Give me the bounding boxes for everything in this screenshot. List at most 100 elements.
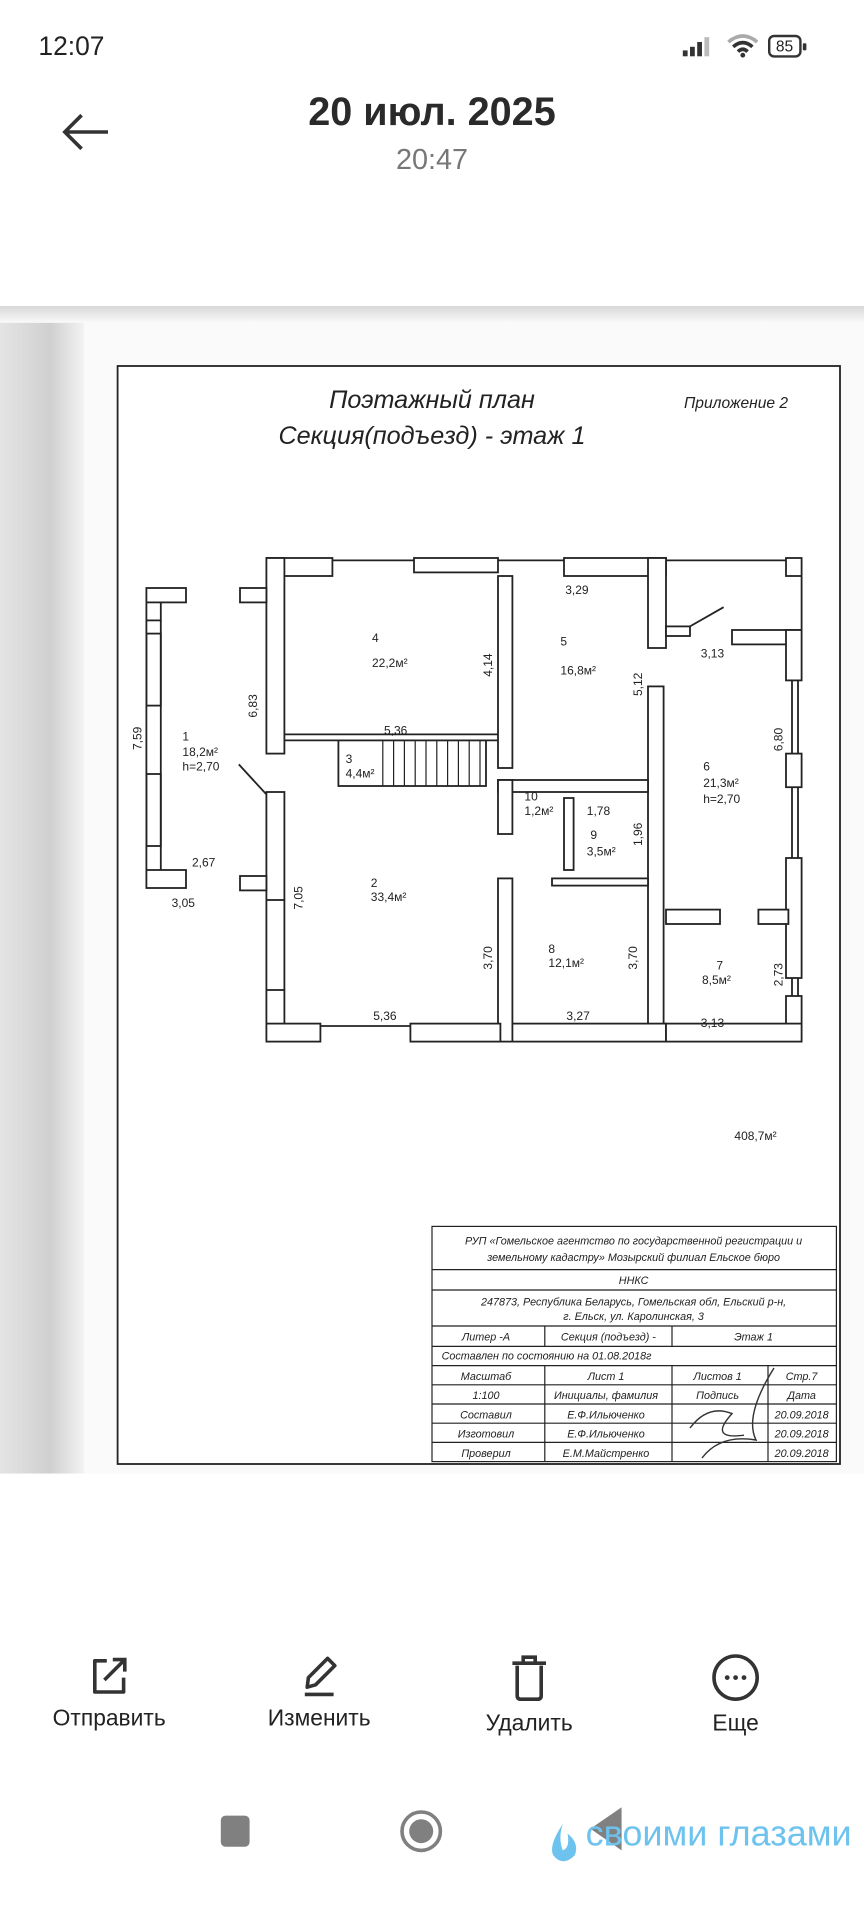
org-line: РУП «Гомельское агентство по государстве… [465,1235,802,1247]
dimension: 5,36 [384,723,408,737]
more-label: Еще [712,1711,759,1737]
total-area: 408,7м² [734,1129,776,1143]
room-number: 3 [346,752,353,766]
dimension: 3,13 [701,1016,725,1030]
dimension: 5,36 [373,1009,397,1023]
walls [145,557,803,1043]
wifi-icon [726,34,758,58]
room-labels: 1 18,2м² h=2,70 2 33,4м² 3 4,4м² 4 22,2м… [182,631,740,987]
home-nav-button[interactable] [398,1808,444,1854]
cell: Е.М.Майстренко [563,1448,650,1460]
dimension: 5,12 [631,672,645,696]
dimension: 1,96 [631,822,645,846]
room-area: 8,5м² [702,973,731,987]
floor: Этаж 1 [734,1331,773,1343]
status-icons: 85 [681,34,808,58]
appendix-label: Приложение 2 [684,395,788,412]
signature [689,1367,775,1459]
room-area: 33,4м² [371,890,407,904]
room-area: 18,2м² [182,745,218,759]
dimension: 3,29 [565,583,589,597]
delete-button[interactable]: Удалить [457,1654,601,1738]
cell: Подпись [696,1390,739,1402]
watermark-logo-icon [552,1824,577,1862]
edit-button[interactable]: Изменить [247,1654,391,1733]
liter: Литер -А [461,1331,510,1343]
dimension: 2,73 [771,963,785,987]
page-edge-shadow [0,306,84,1474]
room-area: 21,3м² [703,776,739,790]
room-number: 8 [548,942,555,956]
more-icon [712,1654,760,1702]
cell: 20.09.2018 [774,1448,829,1460]
cell: 20.09.2018 [774,1409,829,1421]
dimension: 7,05 [291,886,305,910]
dimension: 3,13 [701,647,725,661]
page-title: 20 июл. 2025 [308,88,556,134]
room-number: 7 [716,959,723,973]
room-area: 3,5м² [587,845,616,859]
cell: Дата [786,1390,815,1402]
plan-title: Поэтажный план [329,386,535,414]
back-nav-button[interactable] [588,1805,624,1853]
state-date: Составлен по состоянию на 01.08.2018г [442,1351,653,1363]
address-line: г. Ельск, ул. Каролинская, 3 [563,1311,704,1323]
room-area: 1,2м² [524,804,553,818]
room-area: 4,4м² [346,767,375,781]
edit-icon [304,1656,337,1697]
edit-label: Изменить [267,1706,371,1732]
status-time: 12:07 [38,31,105,62]
title-block-text: РУП «Гомельское агентство по государстве… [442,1235,829,1459]
title-block [431,1225,838,1463]
cell: 20.09.2018 [774,1429,829,1441]
room-area: 12,1м² [548,956,584,970]
room-height: h=2,70 [182,759,219,773]
signal-icon [682,37,709,57]
dimension: 2,67 [192,855,216,869]
room-area: 22,2м² [372,656,408,670]
room-number: 4 [372,631,379,645]
cell: Е.Ф.Ильюченко [567,1429,645,1441]
more-button[interactable]: Еще [664,1654,808,1738]
page-subtitle: 20:47 [395,144,469,177]
dimension: 6,83 [246,694,260,718]
room-number: 2 [371,876,378,890]
room-number: 5 [560,635,567,649]
delete-label: Удалить [485,1711,573,1737]
cell: Е.Ф.Ильюченко [567,1409,645,1421]
back-button[interactable] [60,108,113,156]
dimension: 1,78 [587,804,611,818]
cell: 1:100 [472,1390,499,1402]
recents-nav-button[interactable] [220,1814,251,1848]
org-line: земельному кадастру» Мозырский филиал Ел… [486,1252,780,1264]
share-label: Отправить [52,1706,166,1732]
plan-subtitle: Секция(подъезд) - этаж 1 [278,422,585,450]
room-number: 9 [590,828,597,842]
cell: Составил [460,1409,512,1421]
page-top-shadow [0,306,864,323]
arrow-left-icon [62,113,109,151]
stairs [382,740,481,787]
cell: Масштаб [461,1371,512,1383]
room-number: 10 [524,789,538,803]
share-icon [93,1657,127,1694]
trash-icon [512,1655,547,1702]
cell: Инициалы, фамилия [554,1390,658,1402]
watermark: своими глазами [585,1814,852,1855]
object-type: ННКС [619,1275,649,1287]
dimension: 7,59 [131,726,145,750]
section: Секция (подъезд) - [561,1331,656,1343]
dimension: 4,14 [481,653,495,677]
dimension: 3,05 [172,896,196,910]
address-line: 247873, Республика Беларусь, Гомельская … [480,1297,786,1309]
room-number: 1 [182,729,189,743]
dimension: 3,70 [626,946,640,970]
dimension: 3,27 [566,1009,590,1023]
cell: Проверил [461,1448,510,1460]
share-button[interactable]: Отправить [37,1654,181,1733]
cell: Листов 1 [692,1371,741,1383]
room-height: h=2,70 [703,792,740,806]
dimension: 6,80 [771,728,785,752]
